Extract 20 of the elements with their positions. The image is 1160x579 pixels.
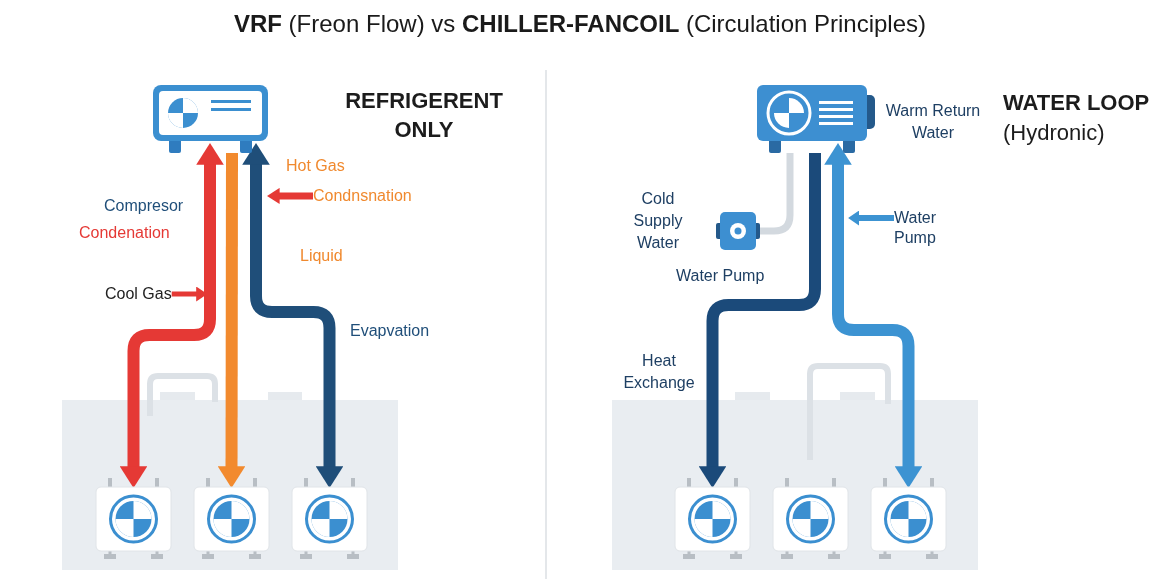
pipe-arrow: [119, 143, 224, 488]
flow-label: Water Pump: [894, 208, 942, 248]
pointer-arrow: [848, 210, 894, 226]
flow-label: Liquid: [300, 246, 343, 266]
pipe-arrow: [217, 153, 246, 488]
flow-label: Compresor: [104, 196, 184, 216]
panel-heading: WATER LOOP (Hydronic): [1003, 89, 1151, 147]
flow-label: Cold Supply Water: [632, 189, 684, 253]
flow-label: Condnsnation: [313, 186, 412, 206]
flow-label: Warm Return Water: [884, 101, 982, 143]
panel-heading: REFRIGERENT ONLY: [344, 87, 504, 144]
flow-label: Cool Gas: [105, 284, 172, 304]
flow-label: Evapvation: [350, 321, 430, 341]
flow-label: Heat Exchange: [622, 351, 696, 393]
flow-label: Condenation: [79, 223, 170, 243]
pipe-arrow: [242, 143, 344, 488]
pipe-arrow: [698, 153, 821, 488]
flow-label: Hot Gas: [286, 156, 345, 176]
title: VRF (Freon Flow) vs CHILLER-FANCOIL (Circulation Principles): [233, 9, 927, 39]
pipe-arrow: [824, 143, 923, 488]
